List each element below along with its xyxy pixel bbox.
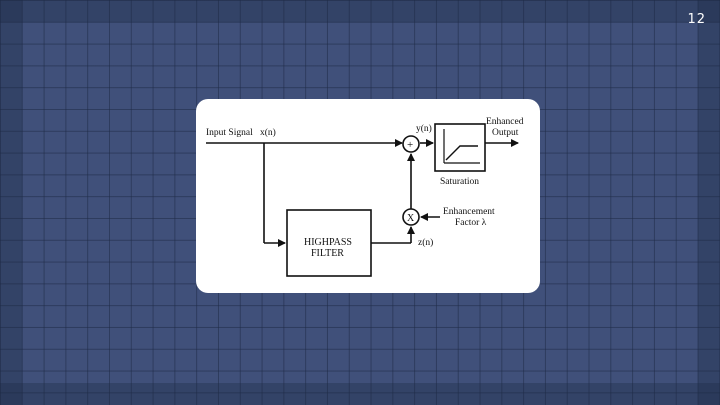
slide-frame-top <box>0 0 720 22</box>
enhancement-factor-label-line1: Enhancement <box>443 207 495 217</box>
page-number: 12 <box>687 12 706 27</box>
saturation-curve <box>445 145 478 161</box>
highpass-label-line1: HIGHPASS <box>304 237 352 248</box>
highpass-label-line2: FILTER <box>311 248 344 259</box>
input-signal-label: Input Signal <box>206 128 253 138</box>
saturation-label: Saturation <box>440 177 479 187</box>
multiplier-symbol: X <box>407 213 415 224</box>
x-n-label: x(n) <box>260 127 276 138</box>
slide-frame-left <box>0 0 22 405</box>
sum-symbol: + <box>407 139 413 151</box>
block-diagram: Input Signal x(n) y(n) Enhanced Output S… <box>206 117 524 277</box>
enhanced-output-label-line2: Output <box>492 128 519 138</box>
y-n-label: y(n) <box>416 123 432 134</box>
slide-frame-right <box>698 0 720 405</box>
enhanced-output-label-line1: Enhanced <box>486 117 524 127</box>
diagram-card: Input Signal x(n) y(n) Enhanced Output S… <box>196 99 540 293</box>
summing-node <box>402 135 420 153</box>
z-n-label: z(n) <box>418 237 433 248</box>
saturation-block <box>434 123 486 172</box>
enhancement-factor-label-line2: Factor λ <box>455 218 487 228</box>
slide-frame-bottom <box>0 383 720 405</box>
